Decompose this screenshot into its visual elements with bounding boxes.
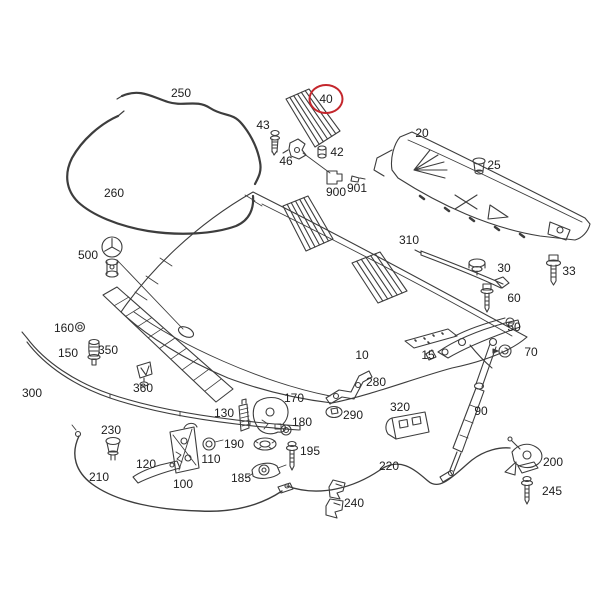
hood-lock-100-drawing <box>169 422 200 474</box>
lock-cylinder-130-drawing <box>238 398 251 432</box>
part-label-180: 180 <box>291 415 313 429</box>
grommet-30-drawing <box>468 258 486 276</box>
front-panel-350-drawing <box>102 286 234 403</box>
part-label-120: 120 <box>135 457 157 471</box>
part-label-190: 190 <box>223 437 245 451</box>
part-label-901: 901 <box>346 181 368 195</box>
part-label-320: 320 <box>389 400 411 414</box>
grommet-180-drawing <box>280 424 292 436</box>
star-emblem-500-drawing <box>101 236 184 330</box>
clip-230-drawing <box>105 436 121 461</box>
part-label-210: 210 <box>88 470 110 484</box>
part-label-160: 160 <box>53 321 75 335</box>
part-label-900: 900 <box>325 185 347 199</box>
part-label-185: 185 <box>230 471 252 485</box>
part-label-290: 290 <box>342 408 364 422</box>
pin-901-drawing <box>350 175 366 183</box>
part-label-60: 60 <box>507 291 521 305</box>
gas-strut-90-drawing <box>447 337 498 477</box>
clip-25-drawing <box>472 157 486 175</box>
safety-catch-200-drawing <box>504 436 543 476</box>
bracket-320-drawing <box>385 411 430 440</box>
part-label-280: 280 <box>365 375 387 389</box>
cowl-panel-20-drawing <box>373 131 591 241</box>
part-label-130: 130 <box>213 406 235 420</box>
washer-190-drawing <box>253 437 277 451</box>
part-label-110: 110 <box>201 452 221 466</box>
part-label-20: 20 <box>415 126 429 140</box>
bolt-33-drawing <box>545 254 562 286</box>
part-label-150: 150 <box>57 346 79 360</box>
release-cable-210-drawing <box>71 424 294 512</box>
part-label-360: 360 <box>132 381 154 395</box>
part-label-43: 43 <box>256 118 270 132</box>
hood-hinge-50-drawing <box>425 317 521 369</box>
grommet-42-drawing <box>317 145 327 159</box>
part-label-310: 310 <box>398 233 420 247</box>
part-label-100: 100 <box>172 477 194 491</box>
trim-strip-310-drawing <box>414 249 510 289</box>
part-label-15: 15 <box>421 348 435 362</box>
part-label-300: 300 <box>21 386 43 400</box>
bracket-280-drawing <box>325 370 373 405</box>
part-label-195: 195 <box>299 444 321 458</box>
grommet-290-drawing <box>325 405 343 419</box>
part-label-50: 50 <box>507 320 521 334</box>
bracket-15-drawing <box>404 328 458 349</box>
screw-245-drawing <box>520 475 534 505</box>
part-label-30: 30 <box>497 261 511 275</box>
buffer-150-drawing <box>87 338 101 366</box>
washer-110-drawing <box>202 437 224 451</box>
washer-160-drawing <box>74 321 86 333</box>
part-label-46: 46 <box>279 154 293 168</box>
screw-43-drawing <box>269 129 281 156</box>
part-label-200: 200 <box>542 455 564 469</box>
part-label-260: 260 <box>103 186 125 200</box>
part-label-90: 90 <box>474 404 488 418</box>
bolt-195-drawing <box>285 440 299 471</box>
part-label-70: 70 <box>524 345 538 359</box>
part-label-33: 33 <box>562 264 576 278</box>
part-label-220: 220 <box>378 459 400 473</box>
part-label-25: 25 <box>487 158 501 172</box>
cable-220-drawing <box>284 447 511 492</box>
part-label-40: 40 <box>308 84 344 114</box>
clip-360-drawing <box>136 361 153 387</box>
clips-240-drawing <box>325 479 346 519</box>
part-label-170: 170 <box>283 391 305 405</box>
part-label-240: 240 <box>343 496 365 510</box>
bracket-120-drawing <box>132 460 181 484</box>
part-label-500: 500 <box>77 248 99 262</box>
vent-grille-40-drawing <box>285 88 341 148</box>
part-label-42: 42 <box>330 145 344 159</box>
part-label-245: 245 <box>541 484 563 498</box>
lock-185-drawing <box>245 462 287 479</box>
part-label-250: 250 <box>170 86 192 100</box>
hood-seal-250-drawing <box>116 91 262 186</box>
part-label-10: 10 <box>355 348 369 362</box>
connector-900-drawing <box>302 152 343 185</box>
hood-seal-260-drawing <box>66 110 255 235</box>
part-label-350: 350 <box>97 343 119 357</box>
part-label-230: 230 <box>100 423 122 437</box>
bolt-60-drawing <box>480 283 494 313</box>
hood-panel-10-drawing <box>120 191 528 404</box>
